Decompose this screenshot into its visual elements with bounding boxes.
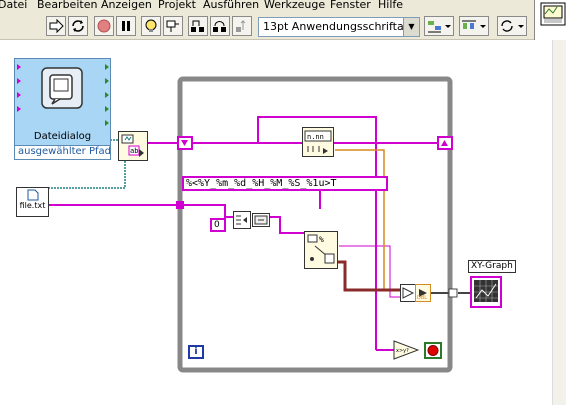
scan-string-icon: %: [307, 234, 335, 264]
format-number-node[interactable]: n.nn: [302, 127, 334, 157]
toolbar: 13pt Anwendungsschriftart ▼: [0, 13, 534, 40]
file-dialog-output-terminal[interactable]: ausgewählter Pfad: [15, 145, 110, 159]
terminal-arrows: [17, 64, 109, 126]
loop-condition-terminal[interactable]: [424, 342, 442, 359]
concatenate-node[interactable]: [233, 211, 251, 229]
convert-icon: [419, 289, 427, 297]
bundle-icon: [402, 287, 415, 299]
xy-graph-label[interactable]: XY-Graph: [468, 260, 516, 273]
font-selector[interactable]: 13pt Anwendungsschriftart ▼: [258, 17, 420, 37]
concatenate-icon: [236, 215, 247, 225]
abort-button[interactable]: [94, 16, 114, 36]
block-diagram-wires: [22, 76, 470, 373]
font-selector-value: 13pt Anwendungsschriftart: [263, 20, 413, 33]
compare-label: x>y?: [396, 348, 409, 354]
retain-wire-values-button[interactable]: [163, 16, 183, 36]
menu-bar: Datei Bearbeiten Anzeigen Projekt Ausfüh…: [0, 0, 534, 13]
number-to-string-node[interactable]: [252, 213, 270, 227]
compare-icon: x>y?: [393, 340, 420, 360]
scan-string-node[interactable]: %: [304, 231, 338, 269]
run-button[interactable]: [46, 16, 66, 36]
graph-icon: [474, 280, 498, 302]
align-icon: [428, 21, 451, 33]
file-dialog-label: Dateidialog: [33, 131, 92, 142]
stop-icon: [97, 19, 111, 33]
svg-text:%: %: [319, 235, 324, 244]
file-dialog-express-vi[interactable]: Dateidialog ausgewählter Pfad: [14, 58, 111, 160]
menu-projekt[interactable]: Projekt: [158, 0, 196, 11]
step-over-icon: [213, 21, 226, 32]
vi-icon[interactable]: [534, 0, 566, 40]
pause-button[interactable]: [116, 16, 136, 36]
number-format-text: n.nn: [307, 133, 324, 141]
number-format-icon: n.nn: [304, 130, 332, 154]
run-arrow-icon: [49, 18, 64, 34]
vertical-scrollbar[interactable]: [552, 40, 566, 405]
chevron-down-icon: ▼: [403, 18, 419, 36]
step-over-button[interactable]: [210, 16, 230, 36]
path-to-string-icon: ab: [121, 134, 144, 157]
run-continuously-icon: [72, 20, 84, 32]
file-constant-value: file.txt: [19, 201, 46, 210]
file-icon: [27, 189, 39, 201]
menu-ausfuehren[interactable]: Ausführen: [203, 0, 260, 11]
vi-icon-graphic: [540, 2, 566, 26]
greater-than-node[interactable]: x>y?: [393, 340, 420, 360]
step-out-button[interactable]: [232, 16, 252, 36]
menu-anzeigen[interactable]: Anzeigen: [101, 0, 152, 11]
format-string-constant[interactable]: %<%Y_%m_%d_%H_%M_%S_%1u>T: [182, 176, 388, 191]
xy-graph-terminal[interactable]: [470, 276, 502, 308]
to-double-node[interactable]: DBL: [415, 284, 431, 302]
file-dialog-icon: [41, 67, 83, 109]
path-to-string-node[interactable]: ab: [118, 131, 148, 161]
reorder-icon: [501, 20, 524, 32]
run-continuously-button[interactable]: [68, 16, 88, 36]
svg-text:ab: ab: [130, 147, 138, 155]
distribute-icon: [462, 20, 486, 29]
numeric-constant-value: 0: [214, 220, 220, 230]
menu-datei[interactable]: Datei: [0, 0, 28, 11]
bundle-node[interactable]: [400, 284, 416, 302]
file-constant[interactable]: file.txt: [16, 187, 49, 217]
align-objects-button[interactable]: [424, 16, 454, 36]
step-into-icon: [191, 20, 204, 32]
while-loop-frame: [177, 76, 453, 373]
stop-circle-icon: [427, 345, 439, 356]
iteration-terminal[interactable]: i: [188, 345, 204, 359]
menu-bearbeiten[interactable]: Bearbeiten: [37, 0, 98, 11]
menu-fenster[interactable]: Fenster: [330, 0, 371, 11]
highlight-execution-button[interactable]: [141, 16, 161, 36]
reorder-button[interactable]: [497, 16, 527, 36]
distribute-objects-button[interactable]: [459, 16, 489, 36]
light-bulb-icon: [145, 19, 157, 32]
pause-icon: [122, 21, 130, 31]
step-out-icon: [236, 19, 246, 32]
numeric-constant[interactable]: 0: [210, 218, 226, 232]
probe-icon: [166, 20, 179, 32]
number-to-string-icon: [254, 215, 268, 225]
menu-werkzeuge[interactable]: Werkzeuge: [264, 0, 326, 11]
dbl-label: DBL: [417, 295, 428, 301]
step-into-button[interactable]: [188, 16, 208, 36]
menu-hilfe[interactable]: Hilfe: [378, 0, 404, 11]
